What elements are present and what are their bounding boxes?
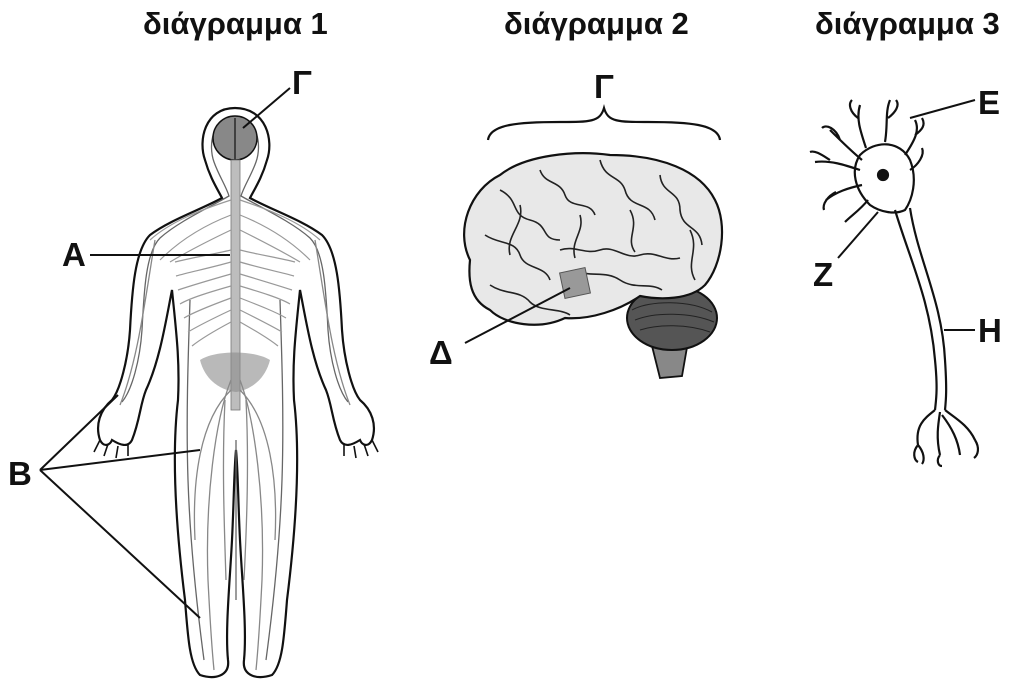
label-e: E [978, 86, 1000, 119]
diagram-3-leader-lines [838, 100, 975, 330]
label-gamma-1: Γ [292, 66, 312, 99]
label-a: A [62, 238, 86, 271]
brace [488, 108, 720, 140]
label-z: Z [813, 258, 833, 291]
brain-region-delta [560, 268, 591, 299]
label-b: B [8, 457, 32, 490]
neuron-axon [895, 210, 937, 410]
neuron-axon-terminals [914, 410, 978, 466]
label-h: H [978, 314, 1002, 347]
label-gamma-2: Γ [594, 70, 614, 103]
label-delta: Δ [429, 336, 453, 369]
human-body-illustration [94, 108, 378, 677]
brain-illustration [464, 108, 722, 378]
neuron-illustration [810, 100, 978, 466]
